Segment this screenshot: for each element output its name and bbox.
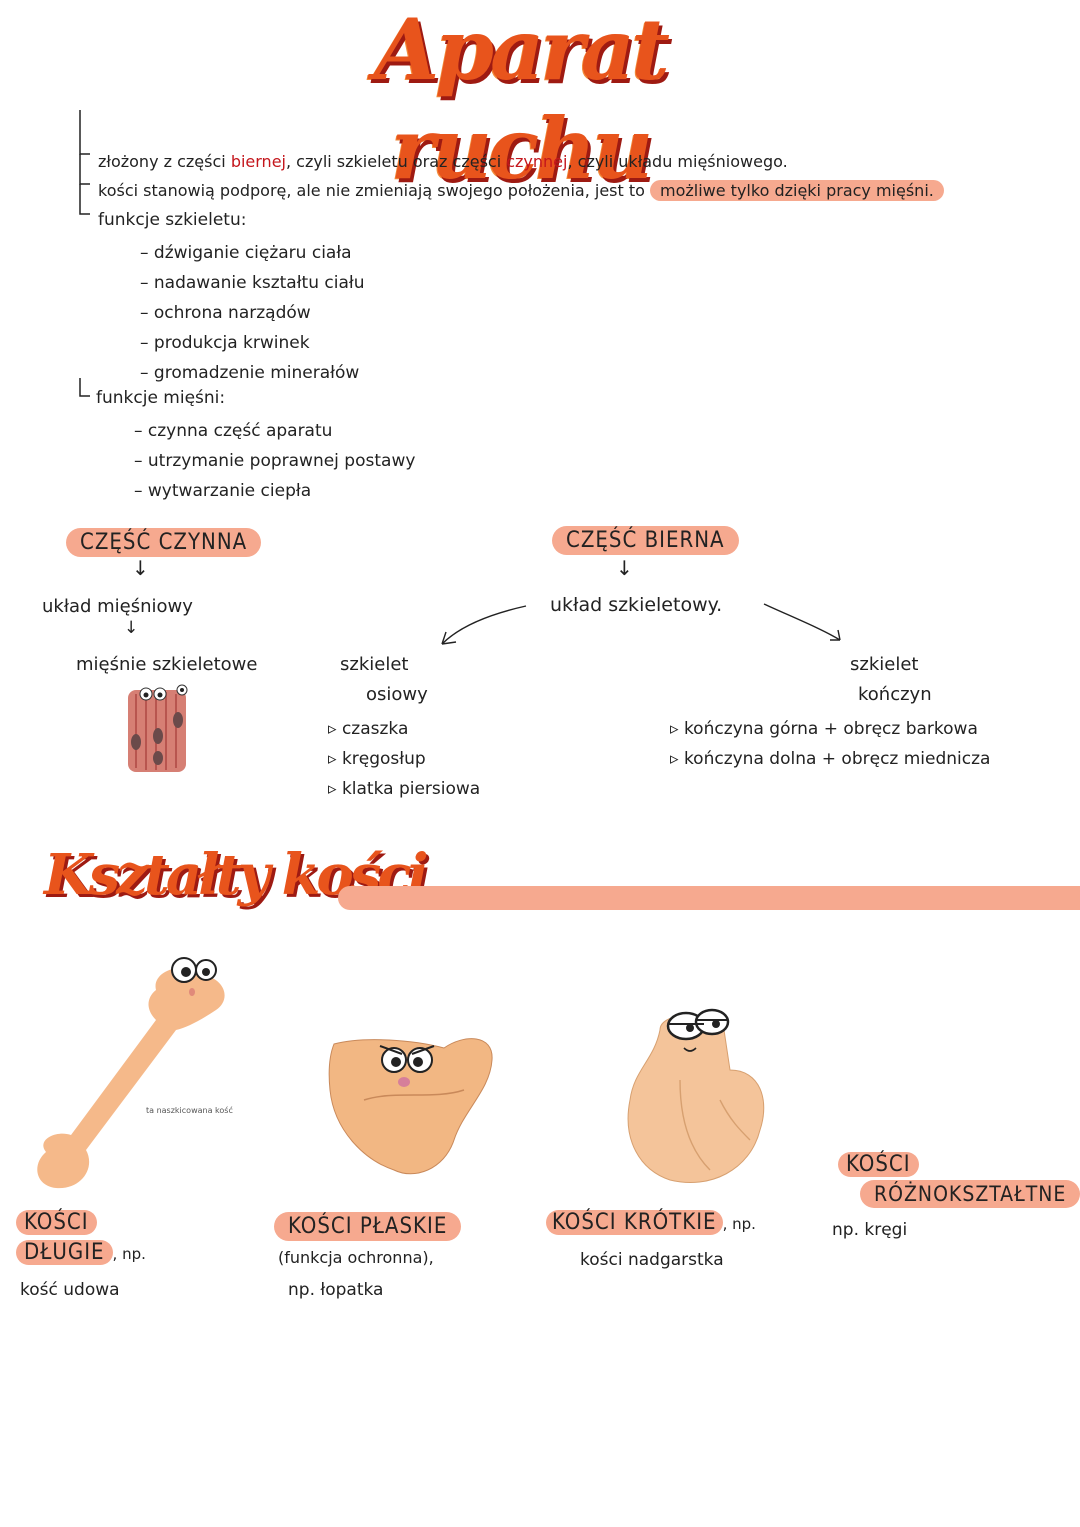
list-item-text: nadawanie kształtu ciału	[153, 273, 365, 293]
long-bones-example: kość udowa	[20, 1280, 120, 1300]
intro-line-2-text-a: kości stanowią podporę, ale nie zmieniaj…	[98, 181, 650, 200]
intro-line-1-text-a: złożony z części	[98, 152, 231, 171]
list-item: ▹ kończyna górna + obręcz barkowa	[670, 719, 978, 739]
list-item: – nadawanie kształtu ciału	[140, 273, 365, 293]
list-item: ▹ czaszka	[328, 719, 409, 739]
muscular-system: układ mięśniowy	[42, 596, 193, 617]
limbs-title-1: szkielet	[850, 654, 919, 675]
intro-line-1-text-e: , czyli układu mięśniowego.	[567, 152, 788, 171]
skeleton-functions-list: – dźwiganie ciężaru ciała – nadawanie ks…	[140, 238, 364, 388]
long-bones-label-2: DŁUGIE	[16, 1240, 113, 1265]
skeletal-muscles: mięśnie szkieletowe	[76, 654, 258, 675]
list-item-text: czaszka	[341, 719, 409, 739]
short-bones-suffix: , np.	[722, 1215, 756, 1233]
passive-part-label: CZĘŚĆ BIERNA	[552, 526, 739, 555]
muscle-illustration	[128, 684, 188, 772]
intro-line-1: złożony z części biernej, czyli szkielet…	[98, 152, 788, 171]
list-item: – ochrona narządów	[140, 303, 311, 323]
list-item-text: klatka piersiowa	[341, 779, 481, 799]
list-item-text: produkcja krwinek	[153, 333, 310, 353]
skeleton-functions-heading: funkcje szkieletu:	[98, 210, 247, 230]
list-item: ▹ klatka piersiowa	[328, 779, 481, 799]
short-bones-label-row: KOŚCI KRÓTKIE, np.	[546, 1210, 756, 1235]
list-item-text: gromadzenie minerałów	[153, 363, 360, 383]
list-item-text: ochrona narządów	[153, 303, 311, 323]
list-item-text: dźwiganie ciężaru ciała	[153, 243, 352, 263]
irregular-bones-label-1: KOŚCI	[838, 1152, 919, 1177]
page-title: Aparat ruchu	[374, 0, 670, 198]
list-item-text: czynna część aparatu	[147, 421, 333, 441]
long-bones-label-2-row: DŁUGIE, np.	[16, 1240, 146, 1265]
limbs-title-2: kończyn	[858, 684, 932, 705]
arrow-down-icon: ↓	[616, 556, 633, 580]
irregular-bones-label-2: RÓŻNOKSZTAŁTNE	[860, 1180, 1080, 1208]
arrow-down-icon: ↓	[124, 618, 139, 638]
flat-bones-example: np. łopatka	[288, 1280, 384, 1300]
long-bone-small-note: ta naszkicowana kość	[146, 1106, 233, 1115]
intro-highlight: możliwe tylko dzięki pracy mięśni.	[650, 180, 944, 201]
list-item-text: wytwarzanie ciepła	[147, 481, 312, 501]
branch-arrows	[441, 603, 841, 645]
muscle-functions-heading: funkcje mięśni:	[96, 388, 226, 408]
list-item-text: utrzymanie poprawnej postawy	[147, 451, 416, 471]
list-item: ▹ kończyna dolna + obręcz miednicza	[670, 749, 991, 769]
flat-bones-label: KOŚCI PŁASKIE	[274, 1212, 462, 1241]
list-item: – produkcja krwinek	[140, 333, 310, 353]
axial-title-1: szkielet	[340, 654, 409, 675]
section-bar	[338, 886, 1080, 910]
limbs-list: ▹ kończyna górna + obręcz barkowa ▹ końc…	[670, 714, 990, 774]
list-item: ▹ kręgosłup	[328, 749, 426, 769]
muscle-functions-list: – czynna część aparatu – utrzymanie popr…	[134, 416, 415, 506]
long-bones-label-1: KOŚCI	[16, 1210, 97, 1235]
irregular-bones-example: np. kręgi	[832, 1220, 908, 1240]
long-bone-illustration	[37, 957, 225, 1189]
axial-title-2: osiowy	[366, 684, 428, 705]
list-item-text: kończyna górna + obręcz barkowa	[683, 719, 978, 739]
flat-bones-note: (funkcja ochronna),	[278, 1248, 434, 1267]
intro-bracket	[79, 110, 90, 397]
intro-line-1-text-c: , czyli szkieletu oraz części	[285, 152, 507, 171]
list-item-text: kończyna dolna + obręcz miednicza	[683, 749, 991, 769]
short-bones-example: kości nadgarstka	[580, 1250, 724, 1270]
intro-line-2: kości stanowią podporę, ale nie zmieniaj…	[98, 180, 944, 201]
axial-list: ▹ czaszka ▹ kręgosłup ▹ klatka piersiowa	[328, 714, 480, 804]
active-part-label: CZĘŚĆ CZYNNA	[66, 528, 262, 557]
short-bones-label: KOŚCI KRÓTKIE	[546, 1210, 723, 1235]
skeletal-system: układ szkieletowy.	[550, 594, 723, 616]
flat-bone-illustration	[328, 1038, 493, 1175]
list-item: – utrzymanie poprawnej postawy	[134, 451, 416, 471]
list-item: – czynna część aparatu	[134, 421, 333, 441]
long-bones-suffix: , np.	[112, 1245, 146, 1263]
list-item: – gromadzenie minerałów	[140, 363, 360, 383]
short-bone-illustration	[627, 1008, 765, 1184]
arrow-down-icon: ↓	[132, 556, 149, 580]
list-item: – wytwarzanie ciepła	[134, 481, 312, 501]
intro-passive-word: biernej	[230, 152, 286, 171]
list-item-text: kręgosłup	[341, 749, 426, 769]
list-item: – dźwiganie ciężaru ciała	[140, 243, 352, 263]
intro-active-word: czynnej	[506, 152, 568, 171]
